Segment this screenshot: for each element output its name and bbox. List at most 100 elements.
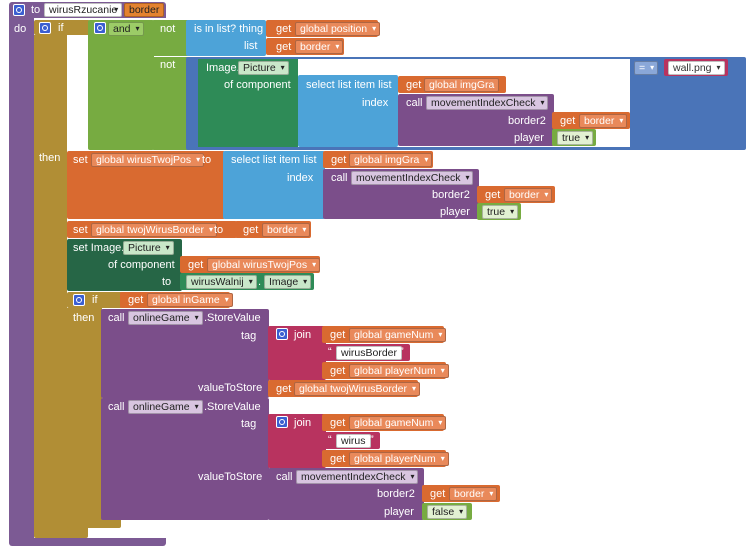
get-border-2-get: get <box>560 115 576 127</box>
image-picture-prop[interactable]: Picture <box>238 61 289 75</box>
compare-operator-dropdown[interactable]: = <box>634 61 659 75</box>
get-imgGra-1-var[interactable]: global imgGra <box>424 78 500 92</box>
get-playerNum-2-var[interactable]: global playerNum <box>349 452 449 466</box>
if-2-label: if <box>92 294 98 306</box>
join-1-label: join <box>294 329 312 341</box>
store-1-value-label: valueToStore <box>198 382 263 394</box>
store-2-call-label: call <box>108 401 125 413</box>
select-list-item-2[interactable] <box>223 151 325 219</box>
call-1-label: call <box>406 97 423 109</box>
bool-false-value[interactable]: false <box>427 505 468 519</box>
if-2-then-label: then <box>73 312 95 324</box>
procedure-to-label: to <box>31 4 41 16</box>
select-2-label: select list item list <box>231 154 317 166</box>
call-1-player-label: player <box>514 132 544 144</box>
get-twojPos-var[interactable]: global wirusTwojPos <box>207 258 321 272</box>
store-1-method: .StoreValue <box>204 312 261 324</box>
set-image-of-component: of component <box>108 259 175 271</box>
store-1-tag-label: tag <box>241 330 257 342</box>
if-block-2-spine <box>67 308 102 528</box>
call-1-border2-label: border2 <box>508 115 546 127</box>
text-2-value[interactable]: wirus <box>336 434 371 448</box>
text-2-close-quote: ” <box>370 434 374 446</box>
text-1-close-quote: ” <box>400 346 404 358</box>
call-3-label: call <box>276 471 293 483</box>
call-2-proc[interactable]: movementIndexCheck <box>351 171 474 185</box>
select-1-index-label: index <box>362 97 389 109</box>
not-block-1[interactable] <box>152 20 190 56</box>
call-3-player-label: player <box>384 506 414 518</box>
get-playerNum-1-get: get <box>330 365 346 377</box>
get-border-3-get: get <box>485 189 501 201</box>
component-name-dropdown[interactable]: wirusWalnij <box>186 275 257 289</box>
get-border-4-var[interactable]: border <box>262 223 311 237</box>
get-border-1-var[interactable]: border <box>295 40 344 54</box>
get-twojBorder-var[interactable]: global twojWirusBorder <box>294 382 420 396</box>
join-1-gear-icon[interactable] <box>276 328 288 340</box>
get-border-5-var[interactable]: border <box>449 487 498 501</box>
bool-true-2-value[interactable]: true <box>482 205 519 219</box>
procedure-name-field[interactable]: wirusRzucanie <box>44 3 123 17</box>
component-type-dropdown[interactable]: Image <box>264 275 312 289</box>
select-list-item-1[interactable] <box>298 75 398 147</box>
procedure-param[interactable]: border <box>124 3 165 17</box>
text-2-open-quote: “ <box>328 434 332 446</box>
get-border-3-var[interactable]: border <box>504 188 553 202</box>
if-1-gear-icon[interactable] <box>39 22 51 34</box>
call-1-proc[interactable]: movementIndexCheck <box>426 96 549 110</box>
and-block[interactable] <box>88 20 154 150</box>
procedure-body-left <box>9 18 34 540</box>
not-block-2[interactable] <box>152 57 190 150</box>
get-border-1-get: get <box>276 41 292 53</box>
and-gear-icon[interactable] <box>94 22 106 34</box>
and-operator-dropdown[interactable]: and <box>108 22 144 36</box>
get-border-4-get: get <box>243 224 259 236</box>
store-value-block-2[interactable] <box>101 398 269 520</box>
get-playerNum-2-get: get <box>330 453 346 465</box>
procedure-bottom <box>9 538 166 546</box>
join-2-gear-icon[interactable] <box>276 416 288 428</box>
get-gameNum-2-var[interactable]: global gameNum <box>349 416 447 430</box>
store-2-method: .StoreValue <box>204 401 261 413</box>
store-1-call-label: call <box>108 312 125 324</box>
get-twojPos-get: get <box>188 259 204 271</box>
if-block-1-spine <box>34 35 67 535</box>
if-block-2-bottom <box>67 519 121 528</box>
image-picture-of-component: of component <box>224 79 291 91</box>
store-2-tag-label: tag <box>241 418 257 430</box>
get-border-5-get: get <box>430 488 446 500</box>
call-3-proc[interactable]: movementIndexCheck <box>296 470 419 484</box>
store-2-value-label: valueToStore <box>198 471 263 483</box>
get-inGame-var[interactable]: global inGame <box>147 293 233 307</box>
text-1-value[interactable]: wirusBorder <box>336 346 403 360</box>
call-2-border2-label: border2 <box>432 189 470 201</box>
store-2-component[interactable]: onlineGame <box>128 400 203 414</box>
not-2-label: not <box>160 59 176 71</box>
procedure-gear-icon[interactable] <box>13 4 25 16</box>
procedure-do-label: do <box>14 23 27 35</box>
set-2-label: set <box>73 224 88 236</box>
if-2-gear-icon[interactable] <box>73 294 85 306</box>
get-twojBorder-get: get <box>276 383 292 395</box>
store-1-component[interactable]: onlineGame <box>128 311 203 325</box>
set-2-var[interactable]: global twojWirusBorder <box>91 223 217 237</box>
get-gameNum-1-get: get <box>330 329 346 341</box>
join-2-label: join <box>294 417 312 429</box>
get-imgGra-2-var[interactable]: global imgGra <box>349 153 433 167</box>
component-dot: . <box>258 276 262 288</box>
select-1-label: select list item list <box>306 79 392 91</box>
get-gameNum-1-var[interactable]: global gameNum <box>349 328 447 342</box>
is-in-list-list-label: list <box>244 40 258 52</box>
get-border-2-var[interactable]: border <box>579 114 628 128</box>
if-block-1-bottom <box>34 528 88 538</box>
get-position-get: get <box>276 23 292 35</box>
get-imgGra-1-get: get <box>406 79 422 91</box>
set-1-var[interactable]: global wirusTwojPos <box>91 153 205 167</box>
is-in-list-block[interactable] <box>186 20 266 56</box>
set-image-prop[interactable]: Picture <box>123 241 174 255</box>
get-playerNum-1-var[interactable]: global playerNum <box>349 364 449 378</box>
get-inGame-get: get <box>128 294 144 306</box>
get-position-var[interactable]: global position <box>295 22 381 36</box>
wall-text-value[interactable]: wall.png <box>668 61 725 75</box>
bool-true-1-value[interactable]: true <box>557 131 594 145</box>
